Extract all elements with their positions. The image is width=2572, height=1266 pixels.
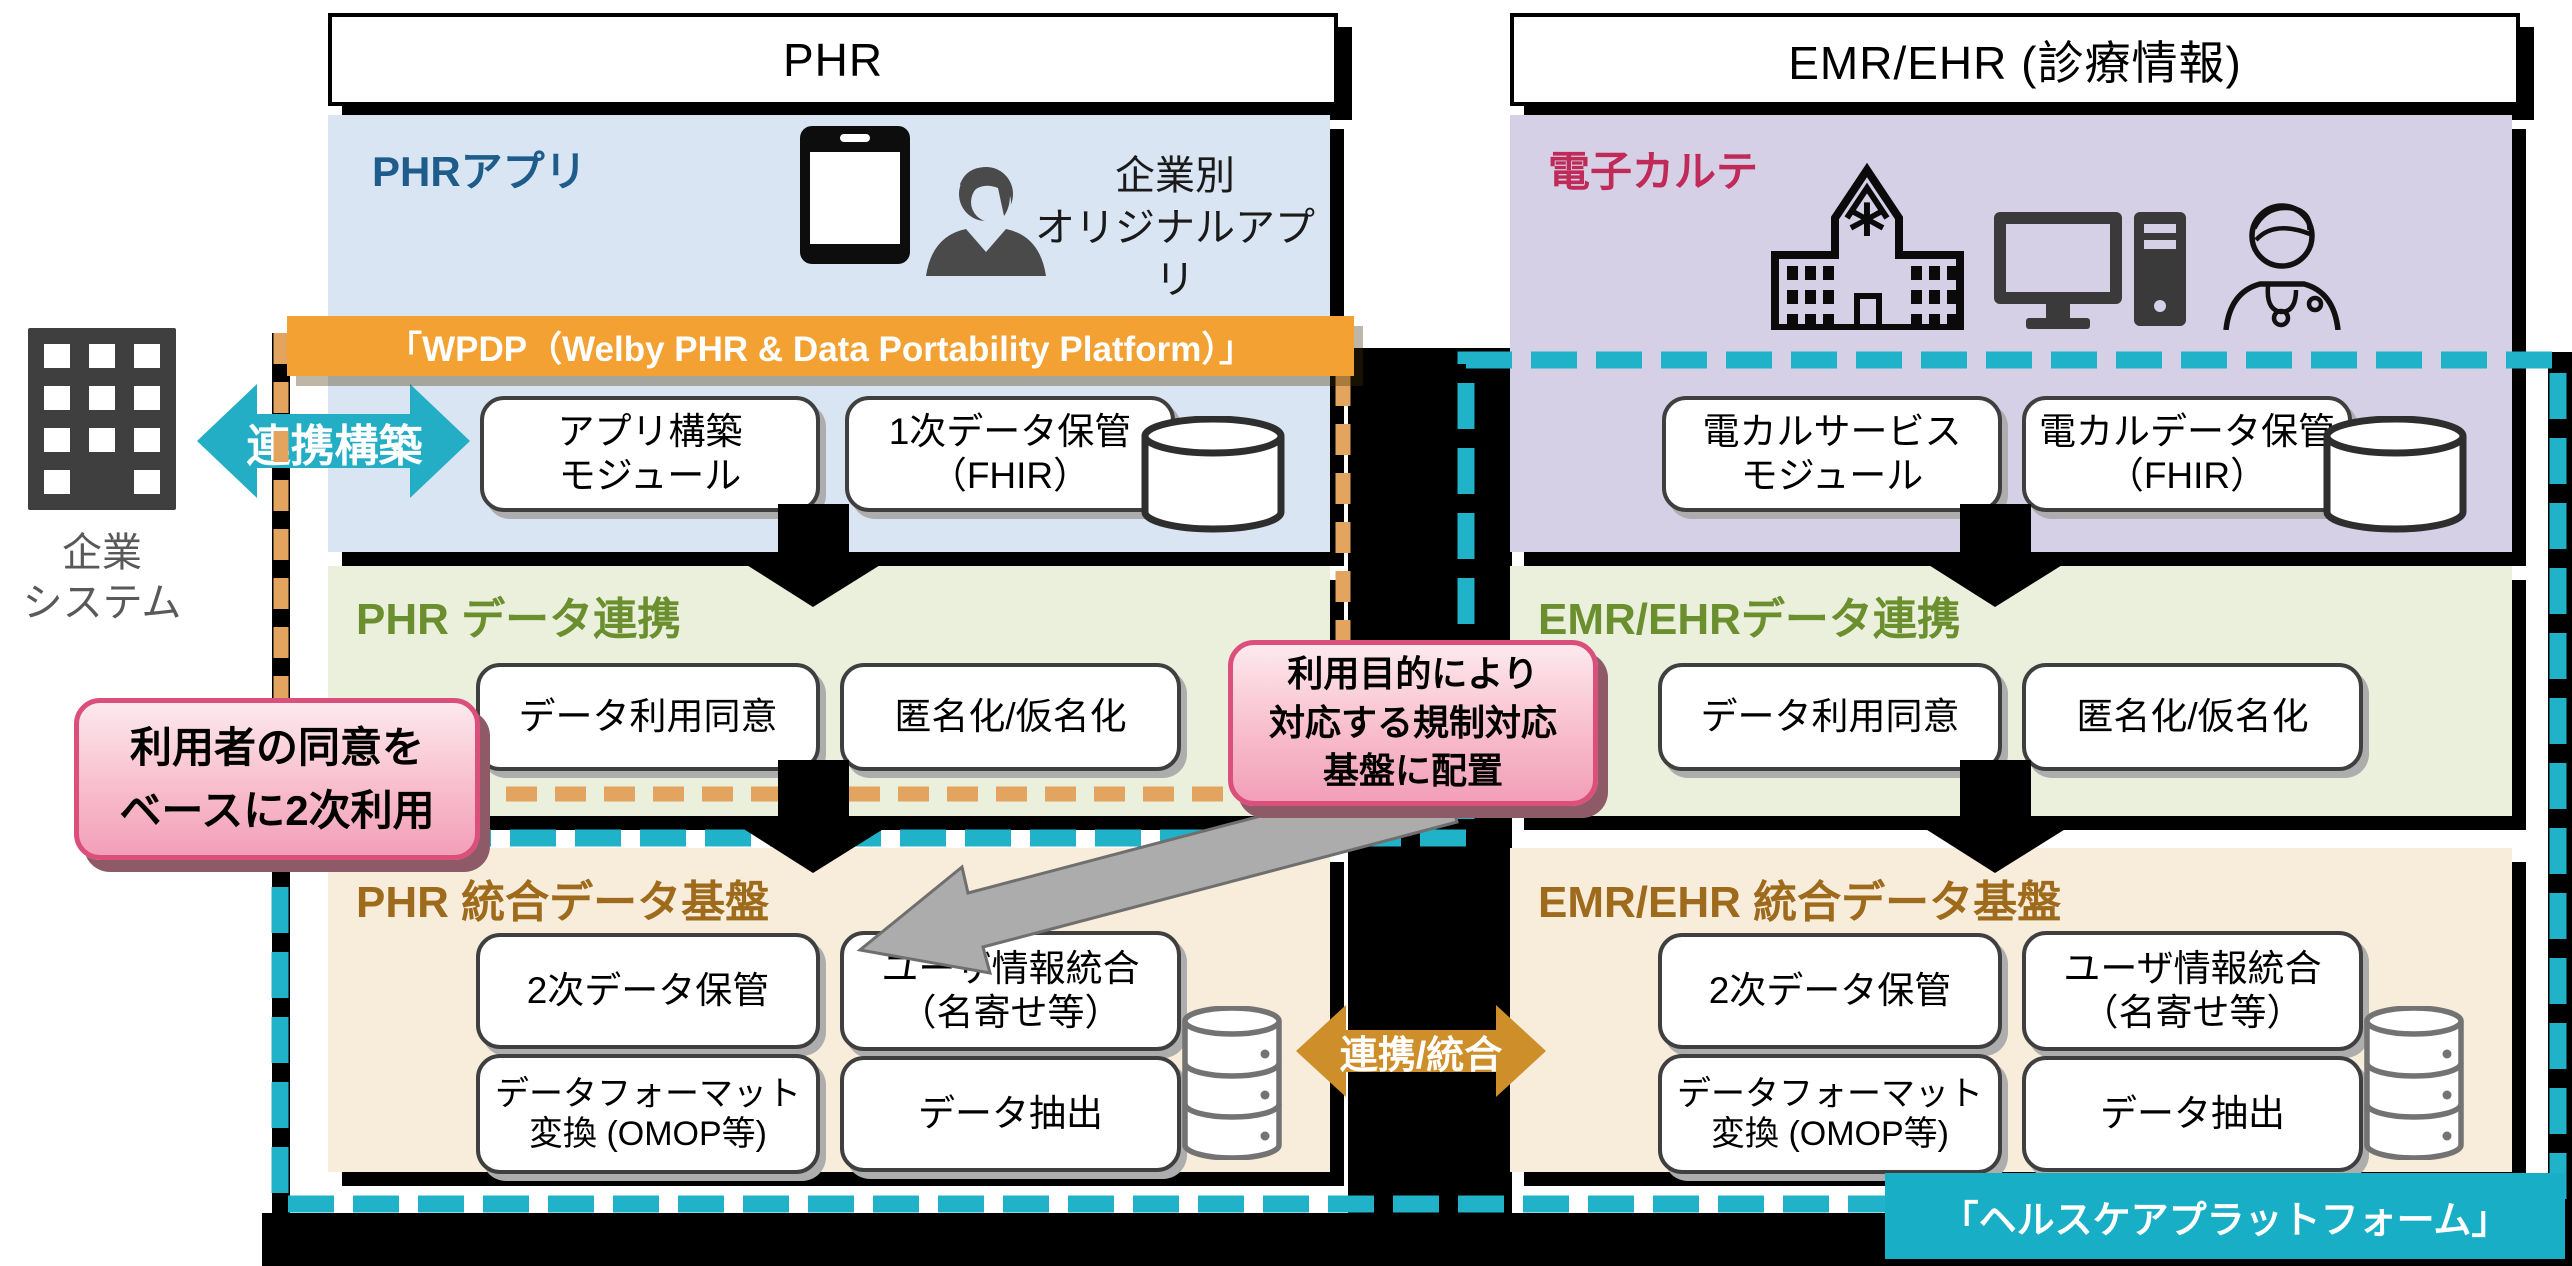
box-line: 2次データ保管 bbox=[1708, 970, 1952, 1012]
emr-data-extract-box: データ抽出 bbox=[2022, 1056, 2363, 1172]
company-label-line2: システム bbox=[22, 581, 182, 625]
phr-header-label: PHR bbox=[782, 33, 884, 86]
emr-header: EMR/EHR (診療情報) bbox=[1510, 13, 2520, 106]
wpdp-banner-label: 「WPDP（Welby PHR & Data Portability Platf… bbox=[387, 329, 1254, 369]
box-line: 変換 (OMOP等) bbox=[529, 1115, 767, 1153]
box-line: ユーザ情報統合 bbox=[2063, 948, 2322, 990]
emr-header-label: EMR/EHR (診療情報) bbox=[1788, 36, 2242, 89]
company-system-label: 企業 システム bbox=[14, 528, 190, 628]
box-line: 匿名化/仮名化 bbox=[2076, 696, 2309, 738]
wpdp-banner: 「WPDP（Welby PHR & Data Portability Platf… bbox=[287, 316, 1354, 376]
phr-module-box-app-build: アプリ構築 モジュール bbox=[480, 396, 820, 512]
box-line: （FHIR） bbox=[2106, 455, 2268, 496]
badge-line: ベースに2次利用 bbox=[119, 787, 435, 834]
link-build-text: 連携構築 bbox=[246, 422, 423, 471]
box-line: データフォーマット bbox=[495, 1074, 801, 1113]
box-line: データフォーマット bbox=[1677, 1074, 1983, 1113]
box-line: 電カルサービス bbox=[1702, 411, 1962, 453]
phr-app-note-line2: オリジナルアプリ bbox=[1035, 206, 1315, 302]
emr-karte-title: 電子カルテ bbox=[1548, 148, 1759, 195]
svg-text:*: * bbox=[1848, 189, 1886, 273]
box-line: アプリ構築 bbox=[557, 411, 743, 453]
database-cylinder-icon bbox=[2323, 416, 2467, 533]
box-line: モジュール bbox=[1740, 455, 1924, 496]
phr-app-note-line1: 企業別 bbox=[1115, 154, 1235, 198]
badge-line: 利用目的により bbox=[1287, 653, 1539, 695]
box-line: 変換 (OMOP等) bbox=[1711, 1115, 1949, 1153]
down-arrow-icon bbox=[742, 504, 885, 607]
box-line: データ利用同意 bbox=[1700, 696, 1960, 738]
box-line: 匿名化/仮名化 bbox=[894, 696, 1127, 738]
box-line: （名寄せ等） bbox=[899, 992, 1122, 1033]
box-line: データ抽出 bbox=[2100, 1093, 2285, 1135]
smartphone-screen bbox=[810, 152, 900, 244]
phr-app-note: 企業別 オリジナルアプリ bbox=[1020, 150, 1330, 306]
user-person-icon bbox=[926, 167, 1046, 276]
integration-text: 連携/統合 bbox=[1339, 1034, 1503, 1077]
database-cylinder-icon bbox=[1141, 416, 1285, 533]
emr-secondary-storage-box: 2次データ保管 bbox=[1658, 933, 2002, 1049]
database-stack-icon bbox=[1182, 1006, 1282, 1160]
hospital-icon: * bbox=[1771, 162, 1964, 330]
phr-format-convert-box: データフォーマット 変換 (OMOP等) bbox=[476, 1054, 820, 1174]
phr-header: PHR bbox=[328, 13, 1338, 106]
phr-consent-box: データ利用同意 bbox=[476, 663, 820, 771]
box-line: データ利用同意 bbox=[518, 696, 778, 738]
database-stack-icon bbox=[2364, 1006, 2464, 1160]
healthcare-platform-box: 「ヘルスケアプラットフォーム」 bbox=[1885, 1173, 2565, 1259]
integration-arrow-label: 連携/統合 bbox=[1296, 1000, 1546, 1102]
box-line: モジュール bbox=[558, 455, 742, 496]
phr-data-extract-box: データ抽出 bbox=[840, 1056, 1181, 1172]
healthcare-platform-label: 「ヘルスケアプラットフォーム」 bbox=[1940, 1199, 2510, 1242]
emr-module-box-storage: 電カルデータ保管 （FHIR） bbox=[2022, 396, 2352, 512]
box-line: 2次データ保管 bbox=[526, 970, 770, 1012]
company-label-line1: 企業 bbox=[62, 531, 142, 575]
smartphone-icon bbox=[800, 126, 910, 264]
emr-platform-title: EMR/EHR 統合データ基盤 bbox=[1538, 878, 2062, 927]
badge-line: 対応する規制対応 bbox=[1268, 701, 1557, 743]
emr-format-convert-box: データフォーマット 変換 (OMOP等) bbox=[1658, 1054, 2002, 1174]
down-arrow-icon bbox=[1924, 760, 2067, 873]
badge-line: 利用者の同意を bbox=[129, 724, 424, 771]
smartphone-speaker bbox=[840, 134, 870, 142]
box-line: （FHIR） bbox=[929, 455, 1091, 496]
company-building-icon bbox=[28, 328, 176, 510]
secondary-use-badge: 利用者の同意を ベースに2次利用 bbox=[74, 698, 480, 860]
box-line: 1次データ保管 bbox=[888, 411, 1132, 453]
badge-line: 基盤に配置 bbox=[1322, 750, 1503, 792]
phr-data-link-title: PHR データ連携 bbox=[356, 595, 682, 644]
box-line: （名寄せ等） bbox=[2081, 992, 2304, 1033]
right-dash-shadow-band bbox=[2548, 352, 2572, 1213]
phr-module-box-primary-storage: 1次データ保管 （FHIR） bbox=[845, 396, 1175, 512]
box-line: データ抽出 bbox=[918, 1093, 1103, 1135]
down-arrow-icon bbox=[1924, 504, 2067, 607]
emr-anonymize-box: 匿名化/仮名化 bbox=[2022, 663, 2363, 771]
phr-app-title: PHRアプリ bbox=[372, 148, 587, 195]
desktop-computer-icon bbox=[1994, 212, 2186, 329]
link-build-arrow-label: 連携構築 bbox=[222, 398, 447, 486]
emr-user-merge-box: ユーザ情報統合 （名寄せ等） bbox=[2022, 931, 2363, 1051]
regulation-allocation-badge: 利用目的により 対応する規制対応 基盤に配置 bbox=[1228, 640, 1598, 806]
emr-module-box-service: 電カルサービス モジュール bbox=[1662, 396, 2002, 512]
phr-secondary-storage-box: 2次データ保管 bbox=[476, 933, 820, 1049]
box-line: 電カルデータ保管 bbox=[2039, 411, 2335, 453]
doctor-icon bbox=[2223, 203, 2341, 330]
phr-platform-title: PHR 統合データ基盤 bbox=[356, 878, 770, 927]
emr-consent-box: データ利用同意 bbox=[1658, 663, 2002, 771]
emr-data-link-title: EMR/EHRデータ連携 bbox=[1538, 595, 1961, 644]
